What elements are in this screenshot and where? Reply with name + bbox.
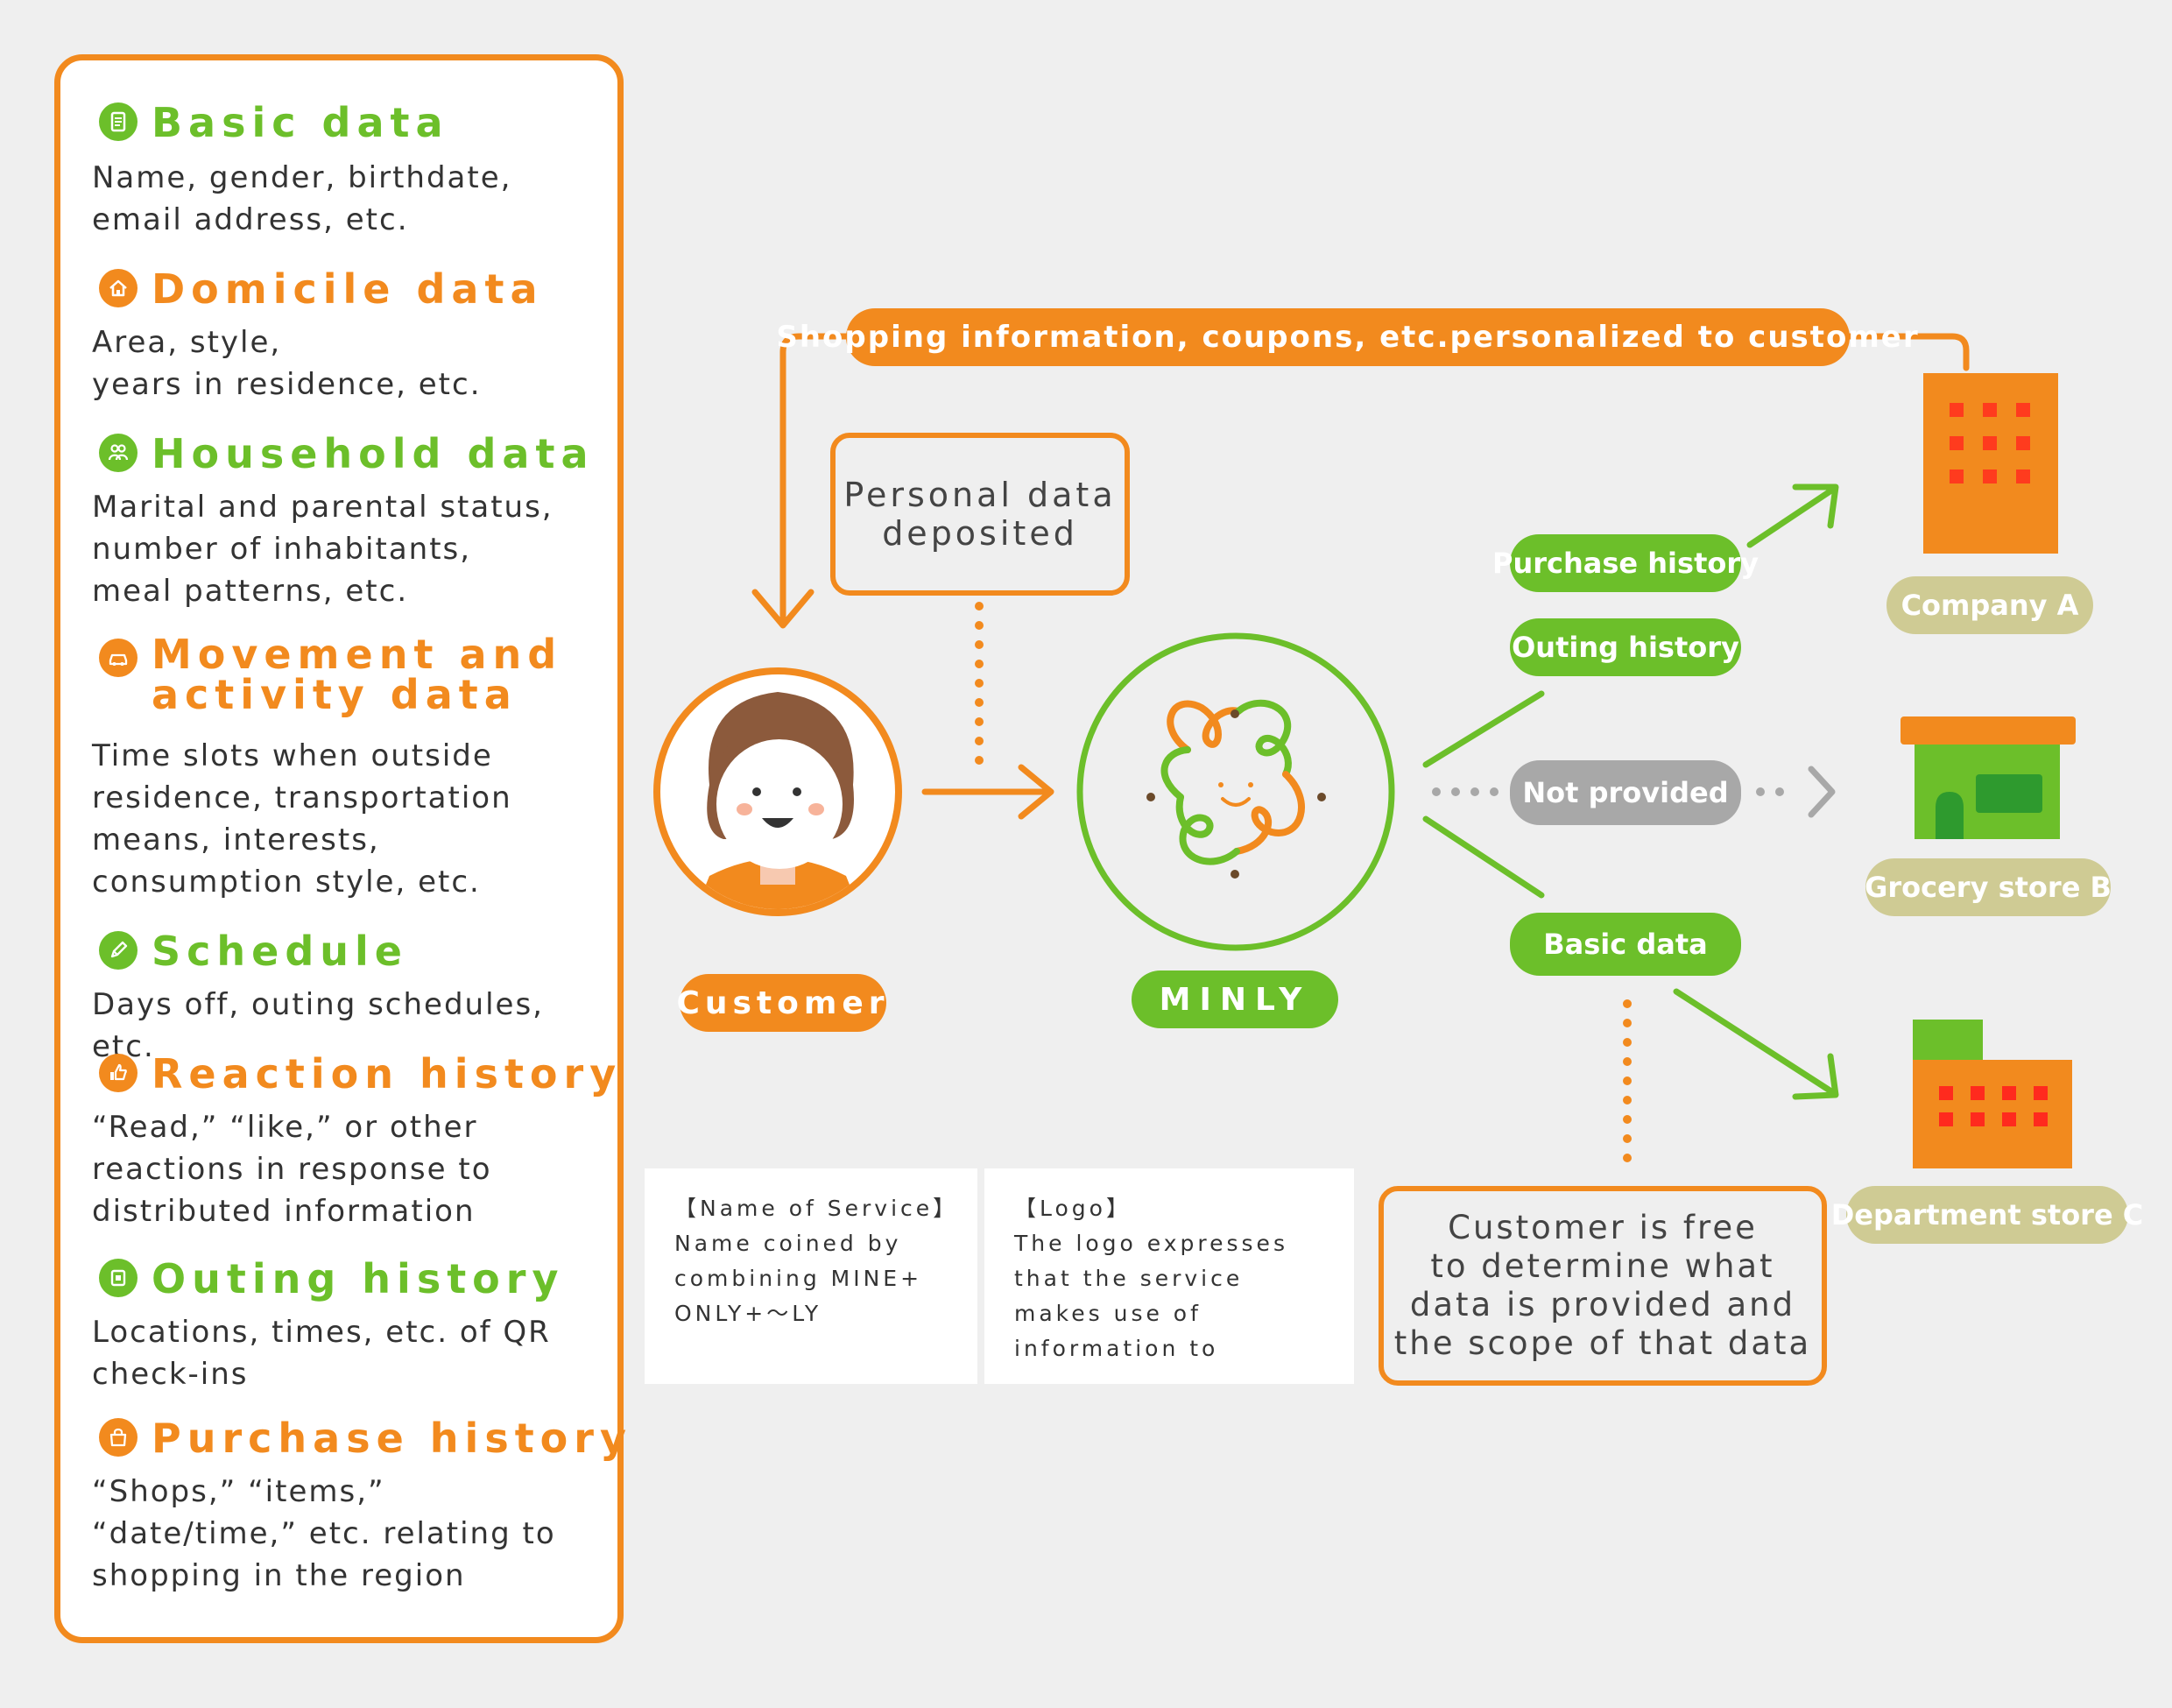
category-desc-reaction-history: “Read,” “like,” or other reactions in re… xyxy=(92,1110,492,1229)
feedback-line-right xyxy=(1844,333,1970,371)
category-desc-purchase-history: “Shops,” “items,” “date/time,” etc. rela… xyxy=(92,1474,556,1593)
pencil-icon xyxy=(99,931,138,970)
branch-down-line xyxy=(1422,815,1545,899)
flow-outing-history: Outing history xyxy=(1510,618,1741,676)
branch-up-line xyxy=(1422,690,1545,768)
flow-not-provided: Not provided xyxy=(1510,760,1741,825)
arrow-to-department-c xyxy=(1673,988,1837,1097)
category-title-schedule: Schedule xyxy=(152,928,408,975)
arrow-to-company-a xyxy=(1746,485,1837,548)
data-categories-panel: Basic data Name, gender, birthdate, emai… xyxy=(54,54,626,1643)
category-desc-basic-data: Name, gender, birthdate, email address, … xyxy=(92,160,512,237)
feedback-arrowhead xyxy=(751,589,814,629)
flow-basic-data: Basic data xyxy=(1510,913,1741,976)
shopping-bag-icon xyxy=(99,1418,138,1457)
customer-avatar xyxy=(688,692,867,909)
category-title-reaction-history: Reaction history xyxy=(152,1050,623,1097)
document-icon xyxy=(99,102,138,141)
company-a-building-icon xyxy=(1923,373,2058,554)
category-title-purchase-history: Purchase history xyxy=(152,1415,632,1462)
customer-free-box: Customer is free to determine what data … xyxy=(1379,1186,1827,1386)
personal-data-box: Personal data deposited xyxy=(830,433,1130,596)
qr-icon xyxy=(99,1259,138,1297)
category-title-domicile-data: Domicile data xyxy=(152,265,544,313)
minly-logo xyxy=(1146,699,1326,879)
flow-purchase-history: Purchase history xyxy=(1492,534,1759,592)
shopping-info-label: Shopping information, coupons, etc.perso… xyxy=(776,308,1918,366)
car-icon xyxy=(99,639,138,677)
category-title-outing-history: Outing history xyxy=(152,1255,565,1302)
thumbs-up-icon xyxy=(99,1054,138,1092)
category-title-household-data: Household data xyxy=(152,430,595,477)
department-c-building-icon xyxy=(1913,1020,2072,1168)
category-desc-outing-history: Locations, times, etc. of QR check-ins xyxy=(92,1315,551,1392)
logo-note: 【Logo】 The logo expresses that the servi… xyxy=(984,1168,1354,1384)
department-c-label: Department store C xyxy=(1831,1186,2143,1244)
company-a-label: Company A xyxy=(1886,576,2093,634)
arrow-to-department-c-head xyxy=(1792,1053,1839,1100)
minly-label: MINLY xyxy=(1132,970,1338,1028)
category-desc-movement-data: Time slots when outside residence, trans… xyxy=(92,738,512,900)
family-icon xyxy=(99,434,138,472)
category-desc-household-data: Marital and parental status, number of i… xyxy=(92,490,554,609)
category-title-basic-data: Basic data xyxy=(152,99,449,146)
house-icon xyxy=(99,269,138,307)
category-title-movement-data: Movement and activity data xyxy=(152,631,563,718)
grocery-b-label: Grocery store B xyxy=(1865,858,2112,916)
grocery-b-store-icon xyxy=(1900,716,2076,839)
feedback-line-left xyxy=(779,333,853,627)
category-desc-domicile-data: Area, style, years in residence, etc. xyxy=(92,325,482,402)
service-name-note: 【Name of Service】 Name coined by combini… xyxy=(645,1168,977,1384)
customer-label: Customer xyxy=(676,974,886,1032)
customer-to-minly-arrowhead xyxy=(1018,764,1054,820)
minly-circle xyxy=(1076,632,1395,951)
arrow-to-company-a-head xyxy=(1792,483,1839,529)
category-desc-schedule: Days off, outing schedules, etc. xyxy=(92,987,544,1064)
arrow-to-grocery-b-head xyxy=(1808,766,1836,818)
